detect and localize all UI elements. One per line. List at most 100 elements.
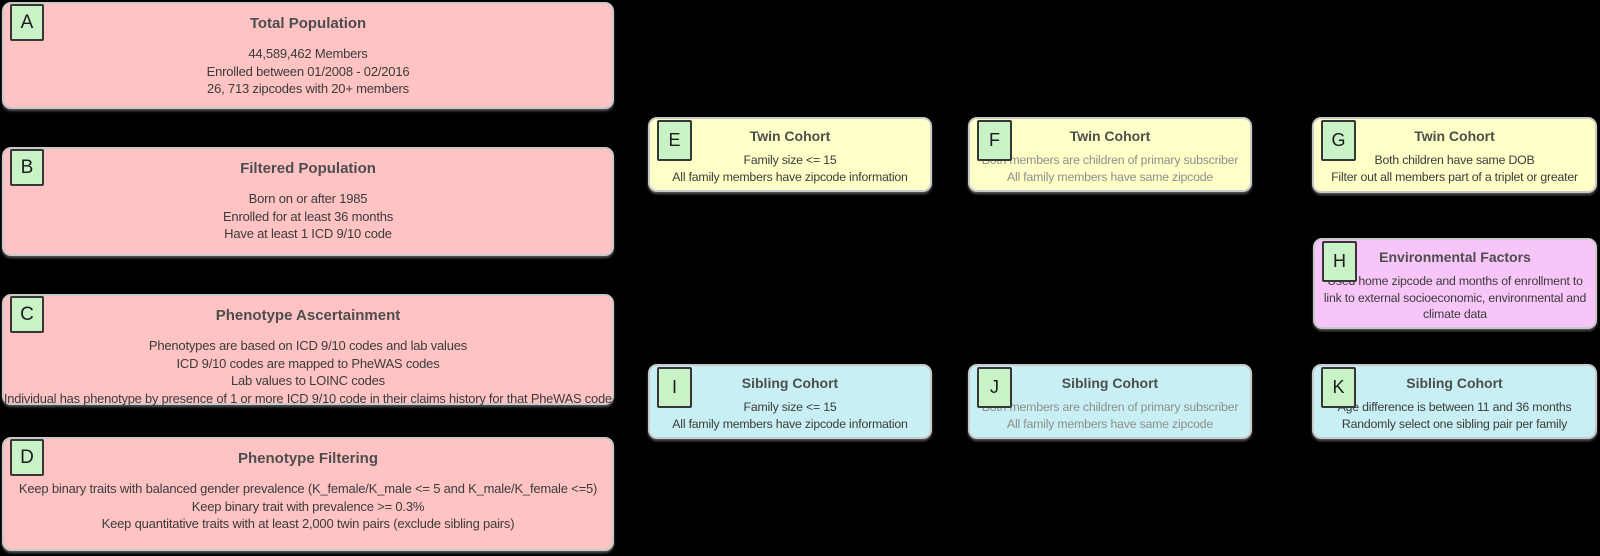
box-f-line-1: Both members are children of primary sub… xyxy=(970,152,1250,169)
box-d-line-3: Keep quantitative traits with at least 2… xyxy=(4,515,612,533)
box-g-line-1: Both children have same DOB xyxy=(1314,152,1595,169)
letter-badge-j: J xyxy=(977,367,1012,408)
box-d-line-1: Keep binary traits with balanced gender … xyxy=(4,480,612,498)
letter-badge-b: B xyxy=(10,149,44,186)
box-j-line-2-text: All family members have same zipcode xyxy=(1006,416,1214,431)
box-a-line-2: Enrolled between 01/2008 - 02/2016 xyxy=(4,63,612,81)
box-h-line-2-text: link to external socioeconomic, environm… xyxy=(1323,290,1587,305)
letter-badge-e: E xyxy=(657,120,692,161)
box-f-line-2-text: All family members have same zipcode xyxy=(1006,169,1214,184)
letter-badge-h: H xyxy=(1322,241,1357,282)
box-c-line-1: Phenotypes are based on ICD 9/10 codes a… xyxy=(4,337,612,355)
box-h-body: Used home zipcode and months of enrollme… xyxy=(1315,273,1595,323)
box-i-line-2-text: All family members have zipcode informat… xyxy=(672,416,908,431)
box-d-body: Keep binary traits with balanced gender … xyxy=(4,480,612,533)
box-a-line-3-text: 26, 713 zipcodes with 20+ members xyxy=(207,81,409,96)
box-h-line-2: link to external socioeconomic, environm… xyxy=(1315,290,1595,307)
box-d-line-2: Keep binary trait with prevalence >= 0.3… xyxy=(4,498,612,516)
box-c-line-2: ICD 9/10 codes are mapped to PheWAS code… xyxy=(4,355,612,373)
box-b-line-3-text: Have at least 1 ICD 9/10 code xyxy=(224,226,392,241)
box-c-line-4-text: Individual has phenotype by presence of … xyxy=(4,390,612,406)
box-g-line-2: Filter out all members part of a triplet… xyxy=(1314,169,1595,186)
box-b-line-1: Born on or after 1985 xyxy=(4,190,612,208)
box-e-line-1: Family size <= 15 xyxy=(650,152,930,169)
box-f-body: Both members are children of primary sub… xyxy=(970,152,1250,185)
box-i-title: Sibling Cohort xyxy=(741,375,839,391)
box-c-title: Phenotype Ascertainment xyxy=(215,307,401,324)
box-j-line-1-text: Both members are children of primary sub… xyxy=(981,400,1239,414)
box-a-title: Total Population xyxy=(249,15,367,32)
box-e-line-2-text: All family members have zipcode informat… xyxy=(672,169,908,184)
box-c-line-4: Individual has phenotype by presence of … xyxy=(4,390,612,408)
box-g-body: Both children have same DOB Filter out al… xyxy=(1314,152,1595,185)
box-h-line-1: Used home zipcode and months of enrollme… xyxy=(1315,273,1595,290)
box-b-line-2: Enrolled for at least 36 months xyxy=(4,208,612,226)
box-e-line-2: All family members have zipcode informat… xyxy=(650,169,930,186)
box-i-line-1-text: Family size <= 15 xyxy=(743,400,837,414)
letter-badge-i: I xyxy=(657,367,692,408)
box-c-line-3-text: Lab values to LOINC codes xyxy=(231,373,385,388)
box-k-title: Sibling Cohort xyxy=(1406,375,1503,391)
box-b-line-1-text: Born on or after 1985 xyxy=(248,191,368,206)
box-h-title: Environmental Factors xyxy=(1379,249,1531,265)
box-a-line-1-text: 44,589,462 Members xyxy=(248,46,368,61)
box-f-line-1-text: Both members are children of primary sub… xyxy=(981,153,1239,167)
box-i-line-1: Family size <= 15 xyxy=(650,399,930,416)
box-c-body: Phenotypes are based on ICD 9/10 codes a… xyxy=(4,337,612,407)
box-d-line-3-text: Keep quantitative traits with at least 2… xyxy=(101,516,515,531)
box-k-line-2-text: Randomly select one sibling pair per fam… xyxy=(1341,416,1568,431)
box-c-line-2-text: ICD 9/10 codes are mapped to PheWAS code… xyxy=(176,355,440,371)
box-j-line-2: All family members have same zipcode xyxy=(970,416,1250,433)
box-e-body: Family size <= 15 All family members have… xyxy=(650,152,930,185)
box-h-line-3-text: climate data xyxy=(1423,307,1487,321)
box-j-line-1: Both members are children of primary sub… xyxy=(970,399,1250,416)
box-d-title: Phenotype Filtering xyxy=(237,450,378,467)
box-d-line-1-text: Keep binary traits with balanced gender … xyxy=(18,481,598,496)
box-e-line-1-text: Family size <= 15 xyxy=(743,153,837,167)
box-c-line-1-text: Phenotypes are based on ICD 9/10 codes a… xyxy=(148,338,468,353)
box-b-line-3: Have at least 1 ICD 9/10 code xyxy=(4,225,612,243)
box-i-line-2: All family members have zipcode informat… xyxy=(650,416,930,433)
box-g-line-1-text: Both children have same DOB xyxy=(1374,153,1535,167)
box-b-title: Filtered Population xyxy=(240,160,376,177)
box-i-body: Family size <= 15 All family members have… xyxy=(650,399,930,432)
box-h-line-3: climate data xyxy=(1315,306,1595,323)
box-g-line-2-text: Filter out all members part of a triplet… xyxy=(1331,169,1578,184)
box-g-title: Twin Cohort xyxy=(1414,128,1495,144)
box-f-line-2: All family members have same zipcode xyxy=(970,169,1250,186)
box-j-body: Both members are children of primary sub… xyxy=(970,399,1250,432)
box-a-line-2-text: Enrolled between 01/2008 - 02/2016 xyxy=(206,63,410,79)
box-a-line-1: 44,589,462 Members xyxy=(4,45,612,63)
box-k-line-2: Randomly select one sibling pair per fam… xyxy=(1314,416,1595,433)
box-b-line-2-text: Enrolled for at least 36 months xyxy=(222,208,394,224)
box-j-title: Sibling Cohort xyxy=(1061,375,1159,391)
letter-badge-d: D xyxy=(10,439,44,476)
box-d-line-2-text: Keep binary trait with prevalence >= 0.3… xyxy=(191,498,425,514)
box-k-body: Age difference is between 11 and 36 mont… xyxy=(1314,399,1595,432)
letter-badge-c: C xyxy=(10,296,44,333)
letter-badge-f: F xyxy=(977,120,1012,161)
box-k-line-1-text: Age difference is between 11 and 36 mont… xyxy=(1337,400,1572,414)
box-a-line-3: 26, 713 zipcodes with 20+ members xyxy=(4,80,612,98)
letter-badge-k: K xyxy=(1321,367,1356,408)
box-h-line-1-text: Used home zipcode and months of enrollme… xyxy=(1327,274,1583,288)
letter-badge-a: A xyxy=(10,4,44,41)
box-k-line-1: Age difference is between 11 and 36 mont… xyxy=(1314,399,1595,416)
box-c-line-3: Lab values to LOINC codes xyxy=(4,372,612,390)
box-e-title: Twin Cohort xyxy=(749,128,831,144)
box-f-title: Twin Cohort xyxy=(1069,128,1151,144)
